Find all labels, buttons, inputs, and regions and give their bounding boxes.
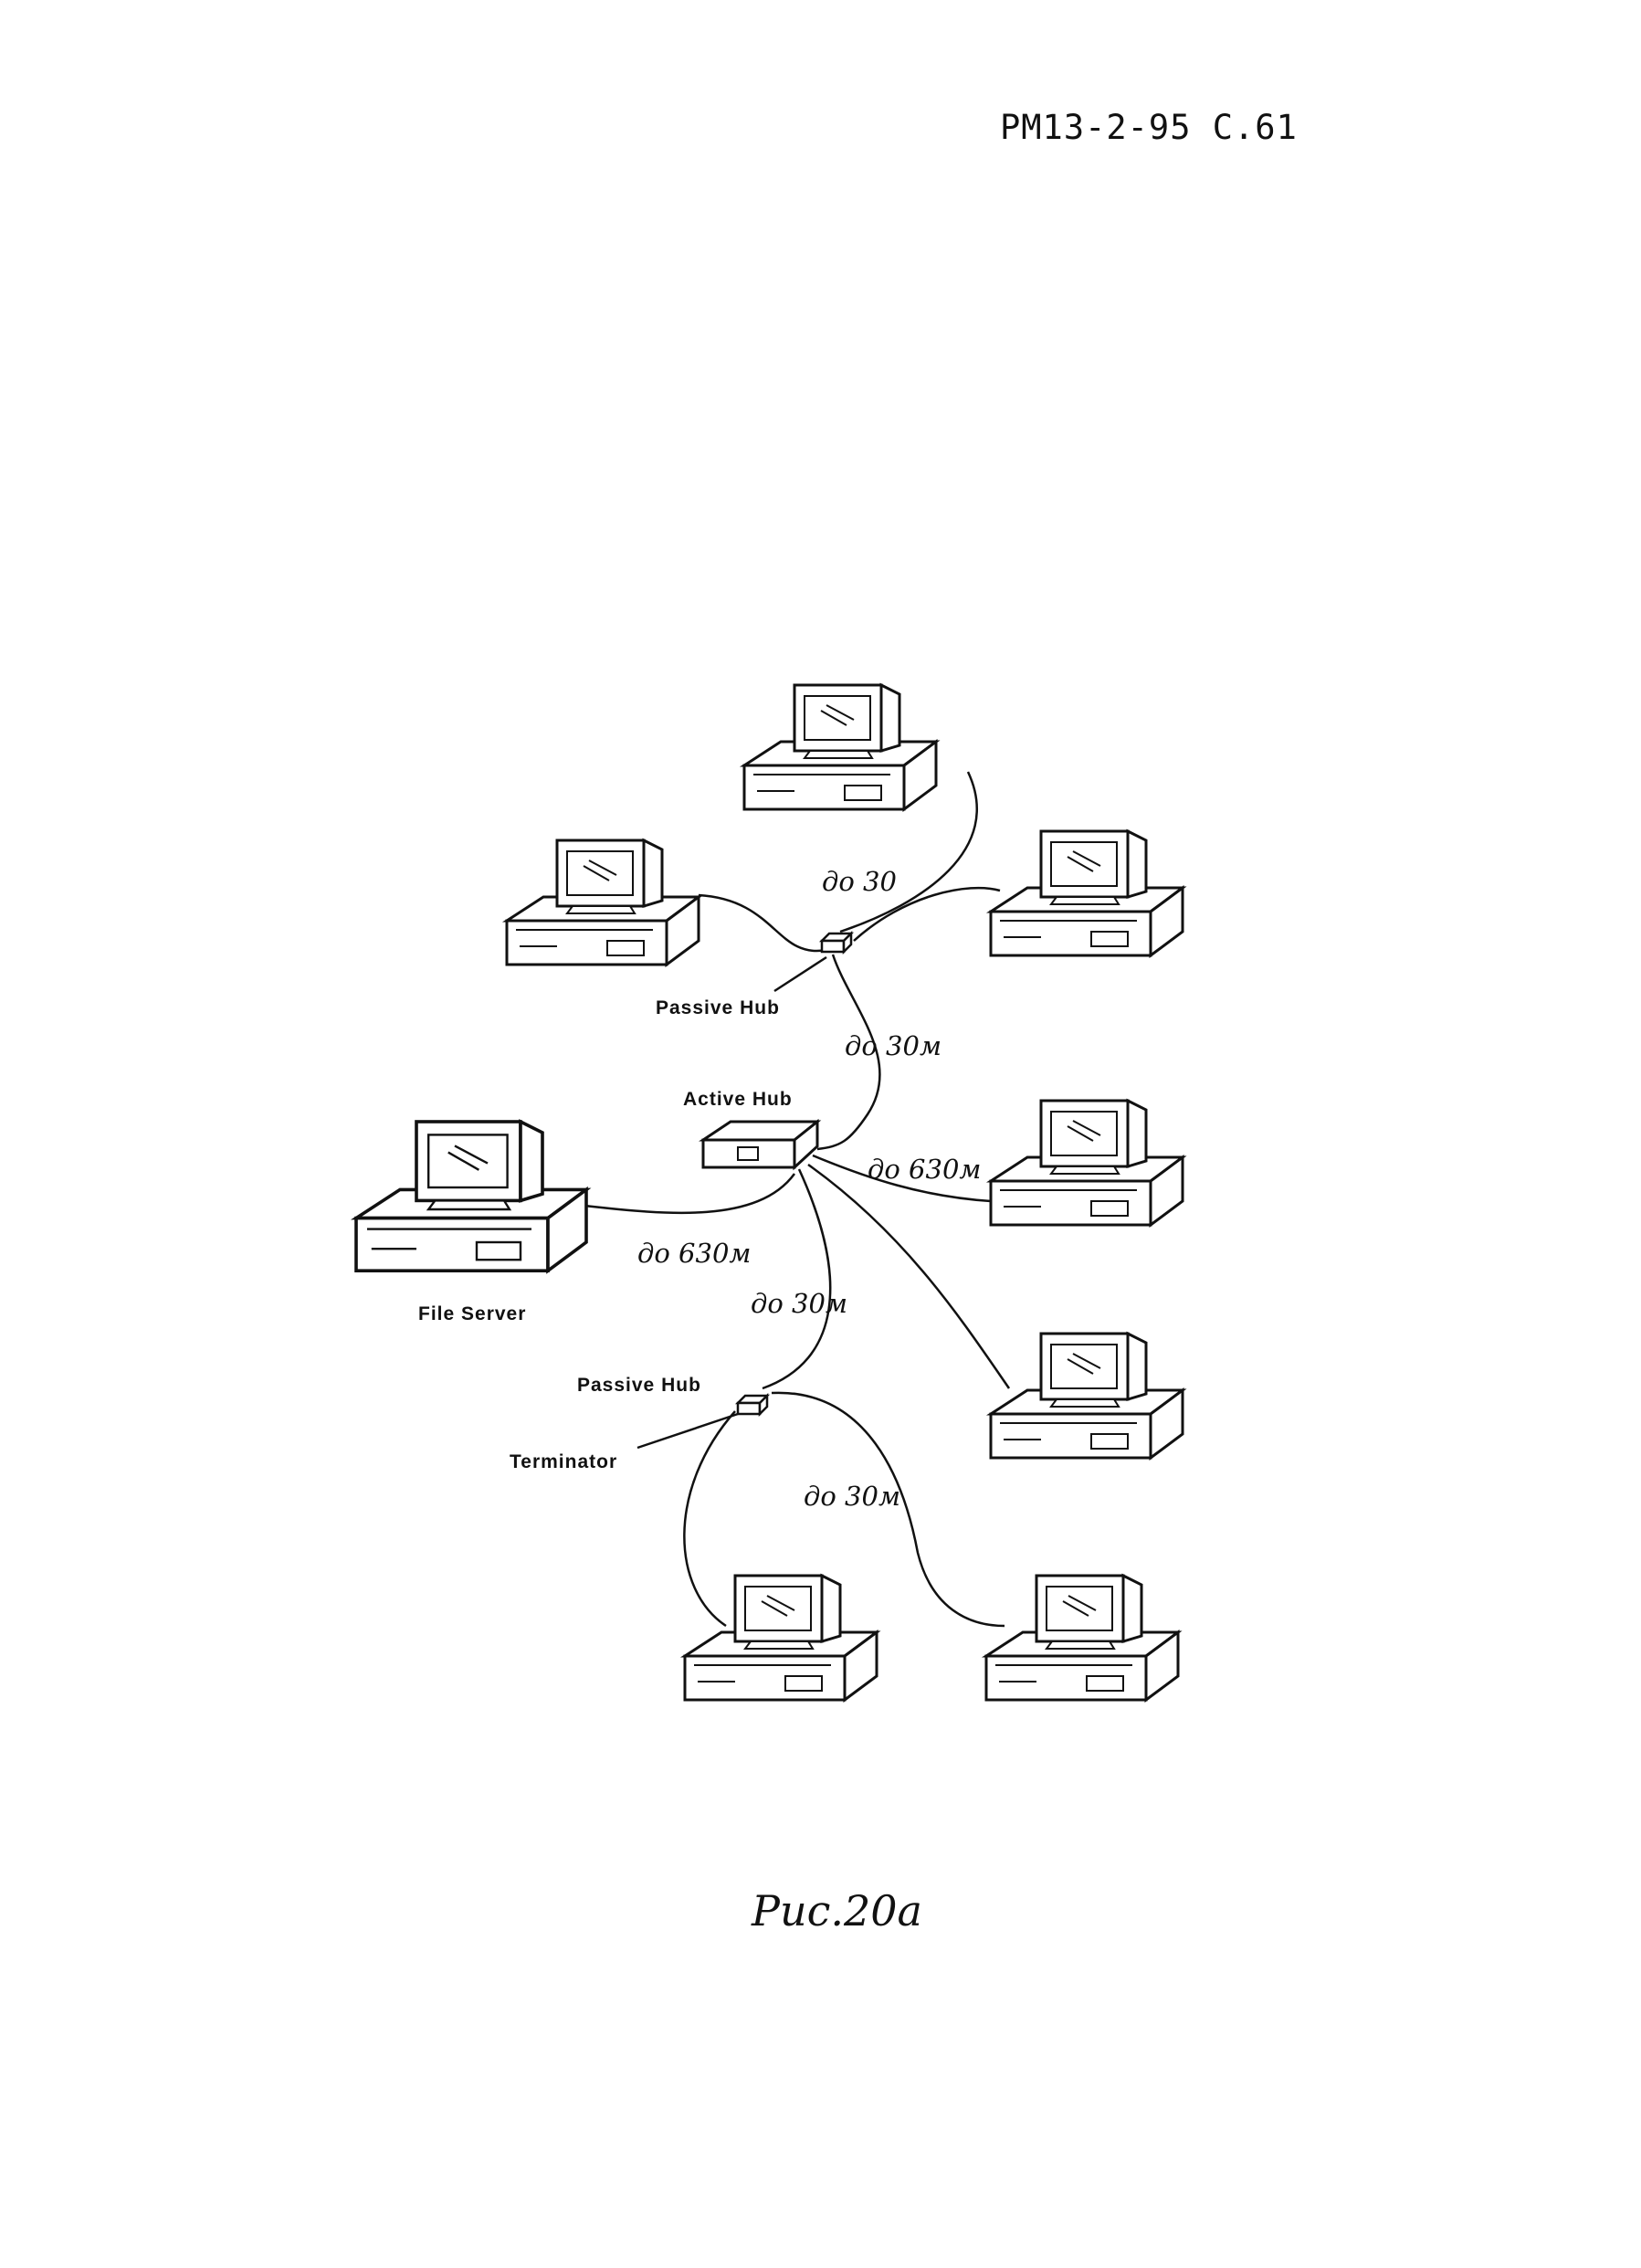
passive-hub-top: [822, 934, 851, 952]
distance-server-link: до 630м: [637, 1238, 751, 1269]
pc-top: [744, 685, 936, 809]
distance-bottom-hub-link: до 30м: [751, 1288, 847, 1319]
passive-hub-bottom-label: Passive Hub: [577, 1375, 701, 1396]
pc-upper-right: [991, 831, 1183, 955]
distance-top-hub-link: до 30м: [845, 1030, 941, 1061]
passive-hub-top-arrow: [774, 957, 826, 991]
file-server-label: File Server: [418, 1303, 526, 1324]
active-hub: [703, 1122, 817, 1167]
terminator-label: Terminator: [510, 1451, 617, 1472]
pc-bottom-left: [685, 1576, 877, 1700]
distance-bottom: до 30м: [804, 1481, 900, 1512]
pc-mid-right: [991, 1101, 1183, 1225]
cable-right-lower-pc: [808, 1165, 1009, 1388]
pc-lower-right: [991, 1334, 1183, 1458]
cable-file-server: [584, 1174, 794, 1213]
terminator-arrow: [637, 1414, 738, 1448]
distance-right-link: до 630м: [868, 1154, 981, 1185]
cable-active-to-bottom-hub: [763, 1169, 830, 1388]
figure-caption: Рис.20а: [752, 1886, 922, 1936]
passive-hub-top-label: Passive Hub: [656, 997, 780, 1018]
passive-hub-bottom: [738, 1396, 767, 1414]
pc-upper-left: [507, 840, 699, 965]
cable-left-pc: [699, 895, 826, 951]
active-hub-label: Active Hub: [683, 1089, 793, 1110]
cable-bottom-left-pc: [684, 1411, 735, 1626]
pc-bottom-right: [986, 1576, 1178, 1700]
file-server-pc: [356, 1122, 586, 1271]
distance-top: до 30: [822, 866, 897, 897]
